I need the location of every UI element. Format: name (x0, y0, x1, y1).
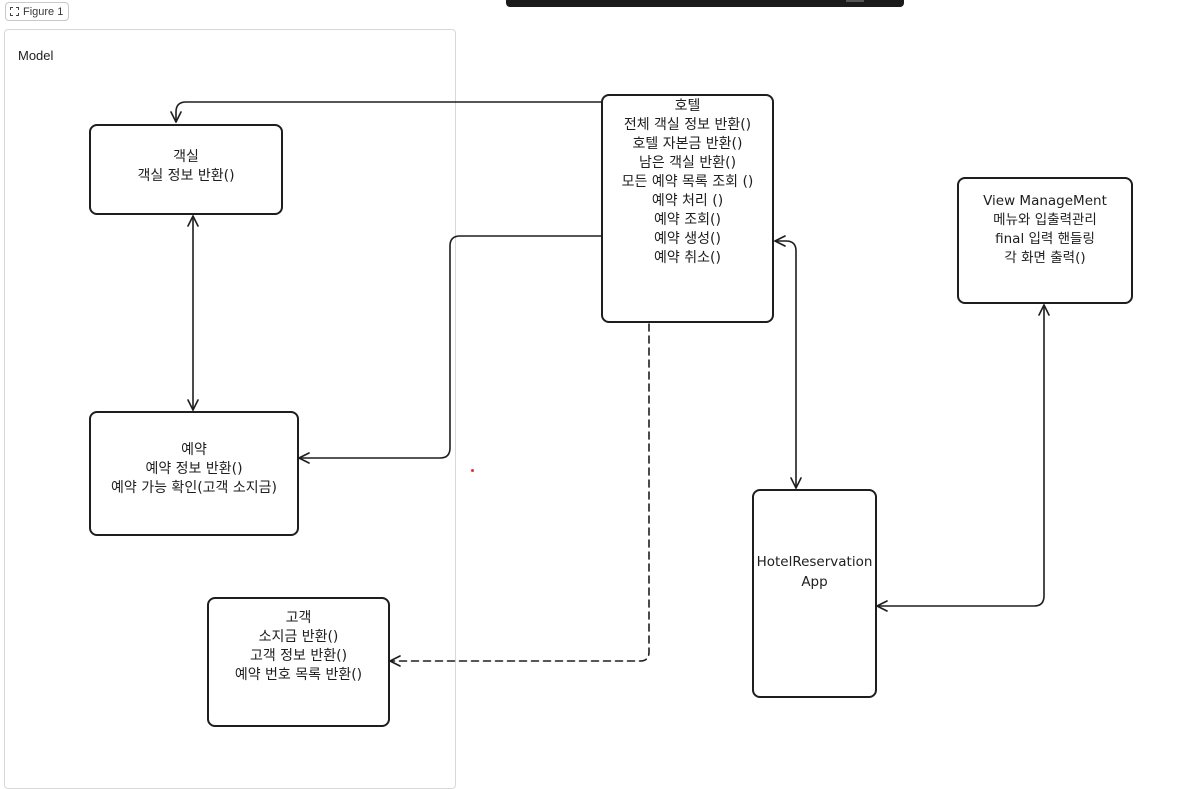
reservation-node-title: 예약 (181, 442, 207, 458)
reservation-node-method: 예약 가능 확인(고객 소지금) (111, 480, 277, 496)
customer-node[interactable]: 고객 소지금 반환() 고객 정보 반환() 예약 번호 목록 반환() (207, 597, 390, 727)
frame-icon (10, 7, 19, 16)
hotel-node-method: 예약 생성() (654, 231, 721, 247)
room-node[interactable]: 객실 객실 정보 반환() (89, 124, 283, 215)
app-node[interactable]: HotelReservation App (752, 489, 877, 698)
hotel-node-method: 예약 처리 () (651, 193, 724, 209)
reservation-node[interactable]: 예약 예약 정보 반환() 예약 가능 확인(고객 소지금) (89, 411, 299, 536)
hotel-node-title: 호텔 (674, 98, 701, 114)
view-node-line: final 입력 핸들링 (995, 231, 1095, 247)
figure-tag[interactable]: Figure 1 (5, 2, 70, 21)
customer-node-method: 소지금 반환() (258, 629, 339, 645)
hotel-node-method: 전체 객실 정보 반환() (623, 117, 752, 133)
figure-tag-label: Figure 1 (23, 5, 64, 18)
view-node-method: 각 화면 출력() (1004, 250, 1086, 266)
connectors (170, 101, 1050, 667)
arrow-hotel-app[interactable] (774, 235, 802, 489)
app-node-title: App (801, 574, 828, 590)
customer-node-title: 고객 (285, 610, 312, 626)
hotel-node-method: 호텔 자본금 반환() (632, 136, 743, 152)
view-management-node[interactable]: View ManageMent 메뉴와 입출력관리 final 입력 핸들링 각… (957, 177, 1133, 304)
arrow-hotel-to-room[interactable] (170, 101, 603, 123)
app-node-title: HotelReservation (756, 554, 873, 570)
customer-node-method: 예약 번호 목록 반환() (234, 667, 363, 683)
view-node-line: 메뉴와 입출력관리 (993, 212, 1097, 228)
hotel-node-method: 예약 조회() (654, 212, 721, 228)
hotel-node-method: 모든 예약 목록 조회 () (621, 174, 754, 190)
reservation-node-method: 예약 정보 반환() (145, 461, 243, 477)
toolbar-handle[interactable] (846, 0, 864, 2)
hotel-node-method: 남은 객실 반환() (638, 155, 737, 171)
top-toolbar (506, 0, 904, 7)
view-node-title: View ManageMent (983, 193, 1107, 209)
customer-node-method: 고객 정보 반환() (249, 648, 348, 664)
room-node-method: 객실 정보 반환() (137, 168, 235, 184)
frame-label: Model (18, 48, 54, 63)
hotel-node[interactable]: 호텔 전체 객실 정보 반환() 호텔 자본금 반환() 남은 객실 반환() … (601, 94, 774, 323)
arrow-view-app[interactable] (876, 304, 1050, 612)
arrow-hotel-to-reservation[interactable] (298, 235, 603, 464)
arrow-hotel-to-customer[interactable] (389, 323, 650, 667)
room-node-title: 객실 (173, 149, 199, 165)
red-dot (471, 469, 474, 472)
hotel-node-method: 예약 취소() (654, 250, 721, 266)
